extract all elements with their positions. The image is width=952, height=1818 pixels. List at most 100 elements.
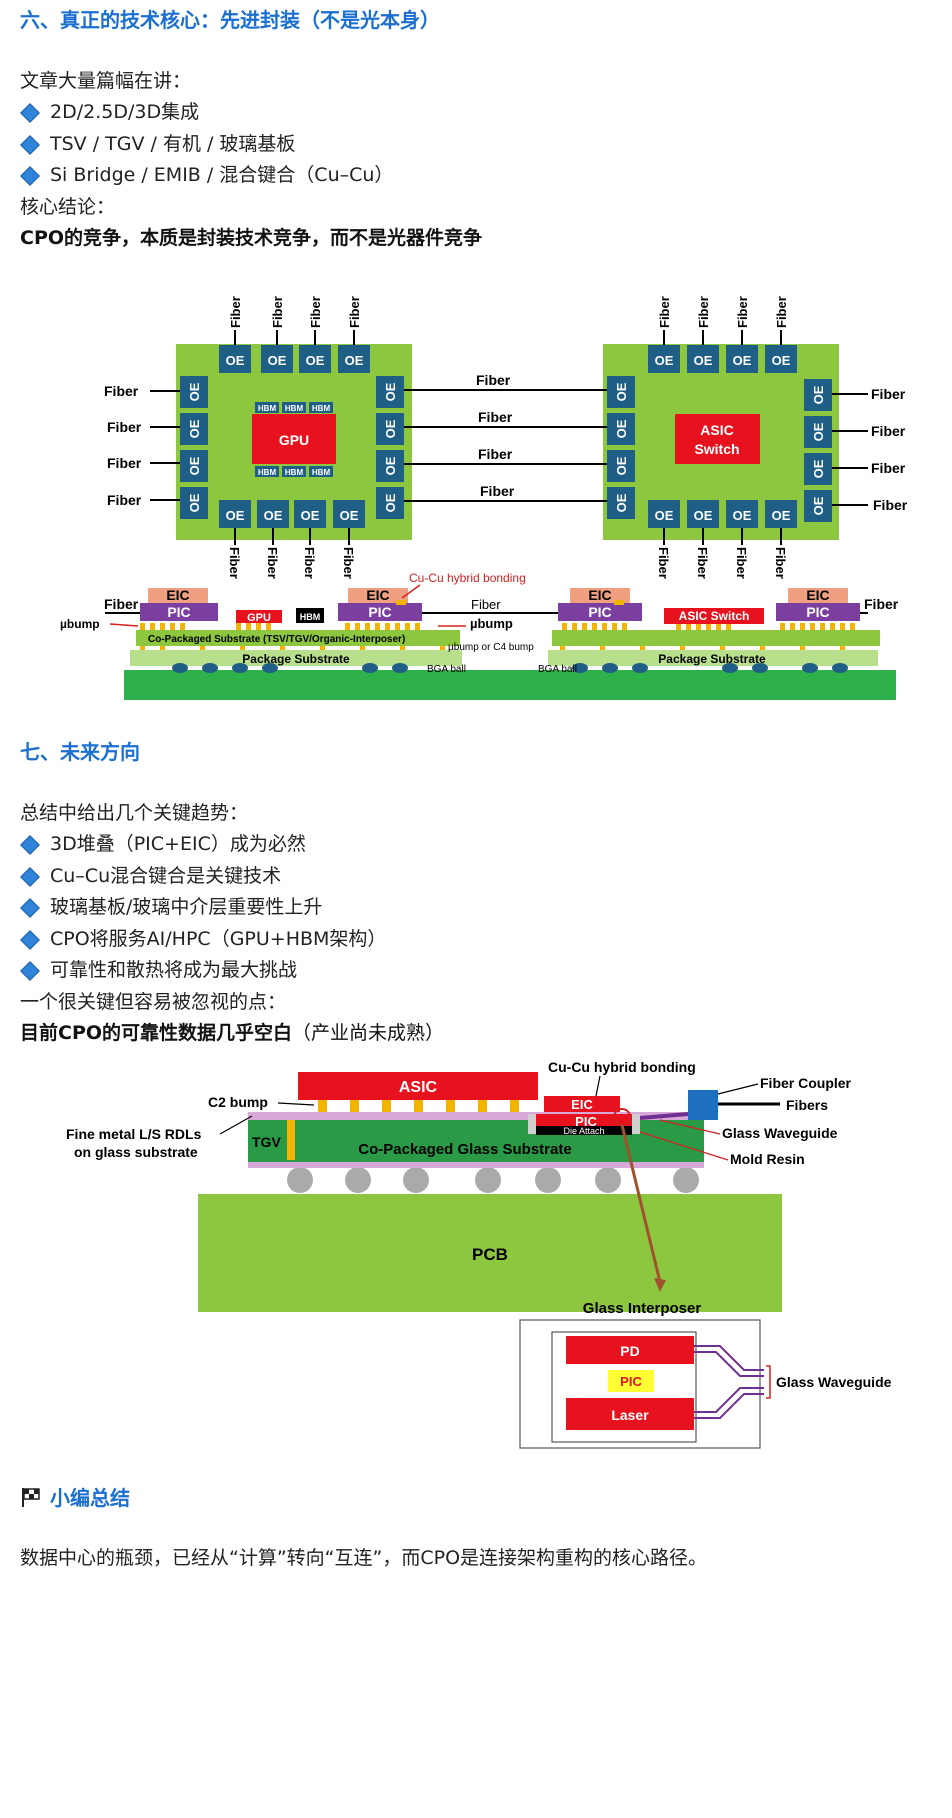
left-top-oe-group: OE OE OE OE Fiber Fiber Fiber Fiber	[219, 296, 370, 373]
inter-board-fibers: Fiber Fiber Fiber Fiber	[404, 372, 607, 502]
oe-module: OE	[376, 450, 404, 482]
oe-module: OE	[333, 500, 365, 528]
co-packaged-substrate-left	[136, 630, 460, 646]
pic-mid-right-chip	[558, 603, 642, 621]
hbm-bottom-row: HBM HBM HBM	[255, 466, 333, 477]
fibers-label: Fibers	[786, 1097, 828, 1113]
svg-text:OE: OE	[772, 508, 791, 523]
fiber-label: Fiber	[871, 386, 906, 402]
fiber-label: Fiber	[480, 483, 515, 499]
diamond-bullet-icon	[20, 961, 38, 979]
svg-text:HBM: HBM	[312, 404, 331, 413]
fiber-label: Fiber	[773, 547, 788, 579]
svg-text:OE: OE	[383, 456, 398, 475]
pic-mid-left-chip	[338, 603, 422, 621]
pic-chip	[532, 1114, 640, 1128]
svg-text:OE: OE	[226, 508, 245, 523]
pic-inner-label: PIC	[620, 1374, 642, 1389]
c2-bump-label: C2 bump	[208, 1094, 268, 1110]
co-packaged-substrate-right	[552, 630, 880, 646]
svg-text:OE: OE	[187, 493, 202, 512]
diamond-bullet-icon	[20, 898, 38, 916]
list-item: Cu–Cu混合键合是关键技术	[20, 861, 281, 888]
right-bottom-oe-group: OE OE OE OE Fiber Fiber Fiber Fiber	[648, 500, 797, 579]
fiber-label: Fiber	[347, 296, 362, 328]
gpu-label: GPU	[279, 432, 309, 448]
svg-text:OE: OE	[383, 493, 398, 512]
svg-text:OE: OE	[614, 493, 629, 512]
oe-module: OE	[726, 345, 758, 373]
svg-text:OE: OE	[268, 353, 287, 368]
svg-text:HBM: HBM	[285, 468, 304, 477]
fiber-label: Fiber	[107, 492, 142, 508]
right-left-oe-group: OE OE OE OE	[607, 376, 635, 519]
eic-label: EIC	[588, 587, 611, 603]
gpu-chip	[252, 414, 336, 464]
oe-module: OE	[299, 345, 331, 373]
oe-module: OE	[180, 450, 208, 482]
fiber-label: Fiber	[104, 383, 139, 399]
section-7-intro: 总结中给出几个关键趋势：	[20, 802, 249, 824]
glass-substrate-top-rdl	[248, 1112, 704, 1120]
diamond-bullet-icon	[20, 867, 38, 885]
co-packaged-substrate-label: Co-Packaged Substrate (TSV/TGV/Organic-I…	[148, 634, 405, 645]
oe-module: OE	[261, 345, 293, 373]
fiber-label: Fiber	[478, 409, 513, 425]
package-substrate-right	[548, 650, 878, 666]
svg-text:OE: OE	[340, 508, 359, 523]
section-7-heading: 七、未来方向	[20, 740, 140, 764]
eic-chip	[544, 1096, 620, 1112]
rdl-label-line1: Fine metal L/S RDLs	[66, 1126, 202, 1142]
list-item: Si Bridge / EMIB / 混合键合（Cu–Cu）	[20, 160, 393, 187]
oe-module: OE	[294, 500, 326, 528]
eic-right-chip	[788, 588, 848, 603]
left-side-oe-group: OE OE OE OE Fiber Fiber Fiber Fiber	[104, 376, 208, 519]
svg-text:OE: OE	[694, 508, 713, 523]
list-item: 2D/2.5D/3D集成	[20, 97, 199, 124]
pic-label: PIC	[575, 1114, 597, 1129]
right-top-oe-group: OE OE OE OE Fiber Fiber Fiber Fiber	[648, 296, 797, 373]
fiber-label: Fiber	[695, 547, 710, 579]
fiber-label: Fiber	[871, 423, 906, 439]
svg-text:HBM: HBM	[258, 404, 277, 413]
eic-mid-right-chip	[570, 588, 630, 603]
eic-left-chip	[148, 588, 208, 603]
c2-bumps	[318, 1100, 519, 1112]
glass-waveguide-label: Glass Waveguide	[722, 1125, 838, 1141]
eic-label: EIC	[806, 587, 829, 603]
svg-text:OE: OE	[306, 353, 325, 368]
fiber-label: Fiber	[476, 372, 511, 388]
pd-chip	[566, 1336, 694, 1364]
fiber-label: Fiber	[270, 296, 285, 328]
svg-text:OE: OE	[226, 353, 245, 368]
package-substrate-label: Package Substrate	[242, 652, 350, 666]
rdl-label-line2: on glass substrate	[74, 1144, 198, 1160]
oe-module: OE	[180, 376, 208, 408]
fiber-label: Fiber	[227, 547, 242, 579]
section-7-note: 一个很关键但容易被忽视的点：	[20, 991, 287, 1013]
cu-cu-label: Cu-Cu hybrid bonding	[548, 1059, 696, 1075]
fiber-label: Fiber	[873, 497, 908, 513]
svg-text:OE: OE	[811, 385, 826, 404]
svg-text:OE: OE	[187, 382, 202, 401]
pcb-bar	[124, 670, 896, 700]
asic-switch-side	[664, 608, 764, 624]
fiber-label: Fiber	[735, 296, 750, 328]
section-7-emphasis: 目前CPO的可靠性数据几乎空白（产业尚未成熟）	[20, 1022, 445, 1044]
diamond-bullet-icon	[20, 930, 38, 948]
eic-label: EIC	[366, 587, 389, 603]
fiber-label: Fiber	[308, 296, 323, 328]
laser-chip	[566, 1398, 694, 1430]
oe-module: OE	[648, 345, 680, 373]
substrate-label: Co-Packaged Glass Substrate	[358, 1141, 571, 1158]
eic-label: EIC	[571, 1097, 593, 1112]
fiber-label: Fiber	[302, 547, 317, 579]
oe-module: OE	[376, 413, 404, 445]
eic-label: EIC	[166, 587, 189, 603]
fiber-coupler-label: Fiber Coupler	[760, 1075, 852, 1091]
asic-switch-chip	[675, 414, 760, 464]
pic-left-chip	[140, 603, 218, 621]
svg-text:OE: OE	[614, 419, 629, 438]
oe-module: OE	[804, 379, 832, 411]
svg-text:OE: OE	[264, 508, 283, 523]
